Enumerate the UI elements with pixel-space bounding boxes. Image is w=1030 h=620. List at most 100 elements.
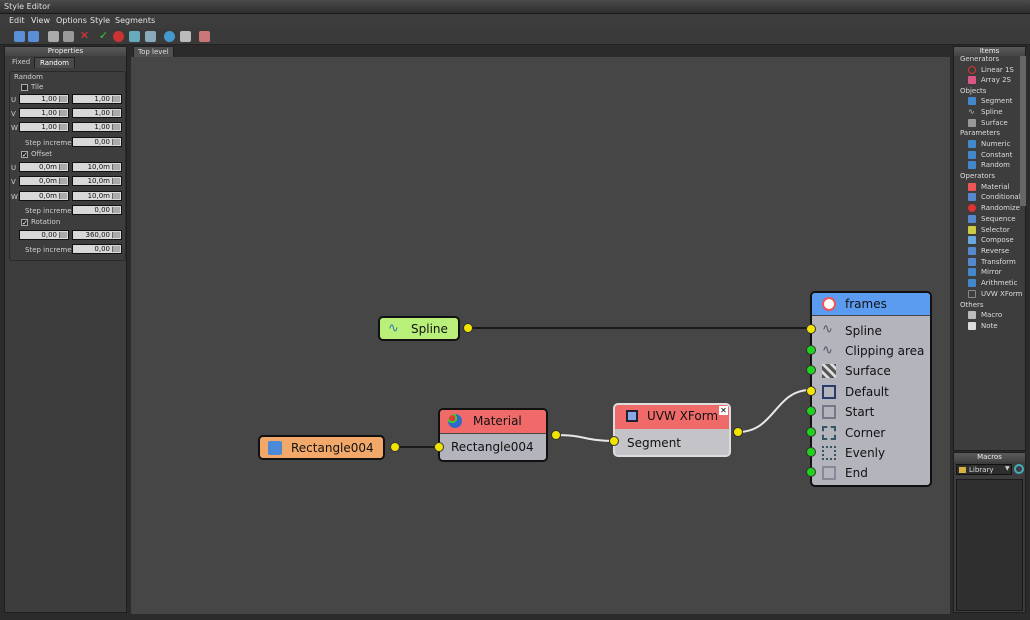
item-array-2s[interactable]: Array 2S [981,76,1011,84]
undo-icon[interactable] [14,31,25,42]
material-input-label: Rectangle004 [451,440,534,454]
rotation-step-input[interactable]: 0,00 [72,244,122,254]
spline-node[interactable]: ∿ Spline [378,316,460,341]
uvw-output-port[interactable] [733,427,743,437]
spline-output-port[interactable] [463,323,473,333]
menu-view[interactable]: View [31,16,50,25]
item-mirror[interactable]: Mirror [981,268,1002,276]
item-randomize[interactable]: Randomize [981,204,1020,212]
tab-random[interactable]: Random [34,57,75,68]
item-conditional[interactable]: Conditional [981,193,1021,201]
item-reverse[interactable]: Reverse [981,247,1010,255]
export-icon[interactable] [180,31,191,42]
rotation-max[interactable]: 360,00 [72,230,122,240]
copy-icon[interactable] [48,31,59,42]
frames-port-spline: Spline [845,324,882,338]
item-uvw-xform[interactable]: UVW XForm [981,290,1023,298]
rectangle-output-port[interactable] [390,442,400,452]
offset-v-max[interactable]: 10,0m [72,176,122,186]
offset-step-input[interactable]: 0,00 [72,205,122,215]
items-scrollbar[interactable] [1020,56,1026,206]
tile-u-max[interactable]: 1,00 [72,94,122,104]
items-cat-parameters[interactable]: Parameters [960,129,1001,137]
compose-icon [968,236,976,244]
items-cat-others[interactable]: Others [960,301,984,309]
items-cat-generators[interactable]: Generators [960,55,1000,63]
offset-u-max[interactable]: 10,0m [72,162,122,172]
randomize-icon [968,204,976,212]
offset-w-max[interactable]: 10,0m [72,191,122,201]
close-icon[interactable]: ✕ [719,406,728,415]
frames-input-port-start[interactable] [806,406,816,416]
rectangle-node[interactable]: Rectangle004 [258,435,385,460]
uvw-xform-node[interactable]: UVW XForm ✕ Segment [613,403,731,457]
item-arithmetic[interactable]: Arithmetic [981,279,1018,287]
item-spline[interactable]: Spline [981,108,1003,116]
offset-u-min[interactable]: 0,0m [19,162,69,172]
tab-fixed[interactable]: Fixed [12,58,31,66]
frames-input-port-end[interactable] [806,467,816,477]
toolbar: ✕ ✓ [0,28,1030,45]
tile-w-max[interactable]: 1,00 [72,122,122,132]
item-selector[interactable]: Selector [981,226,1010,234]
menu-style[interactable]: Style [90,16,111,25]
items-cat-operators[interactable]: Operators [960,172,995,180]
item-numeric[interactable]: Numeric [981,140,1011,148]
frames-input-port-default[interactable] [806,386,816,396]
tile-w-min[interactable]: 1,00 [19,122,69,132]
rotation-min[interactable]: 0,00 [19,230,69,240]
refresh-library-icon[interactable] [1014,464,1024,474]
offset-checkbox[interactable]: ✓ [21,151,28,159]
library-select[interactable]: Library ▼ [956,464,1012,475]
item-note[interactable]: Note [981,322,998,330]
check-icon[interactable]: ✓ [98,29,109,42]
refresh-icon[interactable] [164,31,175,42]
paste-icon[interactable] [63,31,74,42]
save-icon[interactable] [199,31,210,42]
item-macro[interactable]: Macro [981,311,1003,319]
item-surface[interactable]: Surface [981,119,1008,127]
item-linear-1s[interactable]: Linear 1S [981,66,1014,74]
menu-options[interactable]: Options [56,16,87,25]
macros-list[interactable] [956,479,1023,611]
item-transform[interactable]: Transform [981,258,1016,266]
reverse-icon [968,247,976,255]
list-icon[interactable] [145,31,156,42]
rectangle-node-title: Rectangle004 [291,441,374,455]
menu-segments[interactable]: Segments [115,16,156,25]
frames-input-port-spline[interactable] [806,324,816,334]
material-input-port[interactable] [434,442,444,452]
rotation-label: Rotation [31,218,61,226]
material-node[interactable]: Material Rectangle004 [438,408,548,462]
material-output-port[interactable] [551,430,561,440]
item-compose[interactable]: Compose [981,236,1014,244]
tile-checkbox[interactable] [21,84,28,91]
tile-v-min[interactable]: 1,00 [19,108,69,118]
offset-v-min[interactable]: 0,0m [19,176,69,186]
macro-icon [968,311,976,319]
item-segment[interactable]: Segment [981,97,1013,105]
frames-input-port-clipping-area[interactable] [806,345,816,355]
item-constant[interactable]: Constant [981,151,1013,159]
delete-icon[interactable]: ✕ [79,29,90,42]
tile-u-min[interactable]: 1,00 [19,94,69,104]
stop-icon[interactable] [113,31,124,42]
item-random[interactable]: Random [981,161,1010,169]
frames-node[interactable]: frames ∿ Spline ∿ Clipping area Surface … [810,291,932,487]
rotation-checkbox[interactable]: ✓ [21,219,28,227]
filter-icon[interactable] [129,31,140,42]
frames-input-port-evenly[interactable] [806,447,816,457]
tile-step-input[interactable]: 0,00 [72,137,122,147]
spline-node-title: Spline [411,322,448,336]
tab-top-level[interactable]: Top level [133,46,174,57]
item-material[interactable]: Material [981,183,1010,191]
tile-v-max[interactable]: 1,00 [72,108,122,118]
menu-edit[interactable]: Edit [9,16,25,25]
redo-icon[interactable] [28,31,39,42]
frames-input-port-corner[interactable] [806,427,816,437]
offset-w-min[interactable]: 0,0m [19,191,69,201]
item-sequence[interactable]: Sequence [981,215,1016,223]
items-cat-objects[interactable]: Objects [960,87,987,95]
frames-input-port-surface[interactable] [806,365,816,375]
uvw-input-port[interactable] [609,436,619,446]
